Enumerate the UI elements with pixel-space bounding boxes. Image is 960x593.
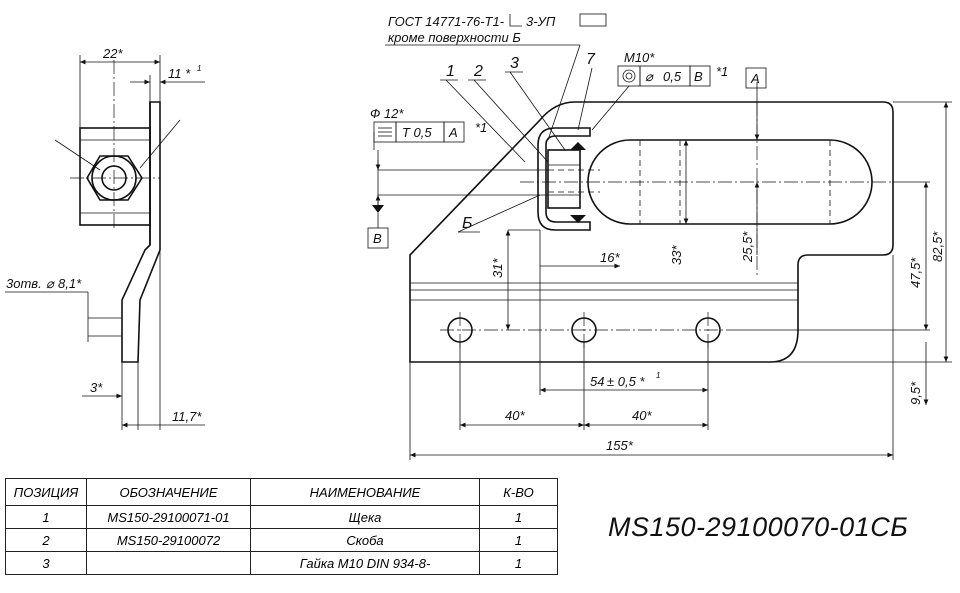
bom-qty: 1 bbox=[479, 528, 558, 552]
dim-47-5: 47,5* bbox=[908, 257, 923, 288]
position-label-7: 7 bbox=[586, 51, 596, 68]
dim-11: 11 * bbox=[168, 66, 191, 81]
bom-name: Гайка М10 DIN 934-8- bbox=[250, 551, 480, 575]
bom-name: Скоба bbox=[250, 528, 480, 552]
side-bracket bbox=[79, 127, 151, 226]
hole-dia: 8,1* bbox=[58, 276, 82, 291]
dim-11-sup: 1 bbox=[197, 64, 201, 73]
dim-54: 54 bbox=[590, 374, 604, 389]
front-view: 1 2 3 7 Б А В 31* 16* 33* bbox=[367, 44, 952, 460]
thread-tol-symbol: ⌀ bbox=[645, 69, 654, 84]
thread-tol-size: М10* bbox=[624, 50, 655, 65]
datum-a-frame bbox=[745, 67, 767, 89]
position-label-1: 1 bbox=[446, 63, 455, 80]
table-row: 1 MS150-29100071-01 Щека 1 bbox=[5, 505, 558, 529]
side-view: 22* 11 * 1 3отв. ⌀ 8,1* 3* 11,7* bbox=[5, 46, 205, 430]
gost-note: ГОСТ 14771-76-Т1- bbox=[388, 14, 505, 29]
bom-table: ПОЗИЦИЯ ОБОЗНАЧЕНИЕ НАИМЕНОВАНИЕ К-ВО 1 … bbox=[5, 478, 558, 575]
datum-a: А bbox=[750, 71, 760, 86]
bom-name: Щека bbox=[250, 505, 480, 529]
datum-b: В bbox=[373, 231, 382, 246]
dim-9-5: 9,5* bbox=[908, 381, 923, 405]
hole-dia-symbol: ⌀ bbox=[46, 276, 55, 291]
dim-54-tol: ± 0,5 * bbox=[607, 374, 645, 389]
nut-section bbox=[547, 149, 581, 209]
bom-pos: 2 bbox=[5, 528, 87, 552]
table-row: 3 Гайка М10 DIN 934-8- 1 bbox=[5, 551, 558, 575]
weld-symbol: 3-УП bbox=[526, 14, 556, 29]
bom-pos: 3 bbox=[5, 551, 87, 575]
dim-22: 22* bbox=[102, 46, 123, 61]
dim-16: 16* bbox=[600, 250, 620, 265]
dim-33: 33* bbox=[669, 245, 684, 265]
bom-qty: 1 bbox=[479, 505, 558, 529]
dim-54-sup: 1 bbox=[656, 371, 660, 380]
thread-tolerance-frame: М10* ⌀ 0,5 В *1 bbox=[591, 50, 728, 131]
thread-tol-value: 0,5 bbox=[663, 69, 682, 84]
bom-designation: MS150-29100071-01 bbox=[86, 505, 251, 529]
document-number: MS150-29100070-01СБ bbox=[608, 512, 909, 542]
sym-tol-datum: А bbox=[448, 125, 458, 140]
sym-tol-note: *1 bbox=[475, 120, 487, 135]
symmetry-tolerance-frame: Ф 12* Т 0,5 А *1 bbox=[370, 106, 487, 150]
position-label-3: 3 bbox=[510, 55, 519, 72]
thread-tol-note: *1 bbox=[716, 64, 728, 79]
table-row: 2 MS150-29100072 Скоба 1 bbox=[5, 528, 558, 552]
bracket-section bbox=[537, 127, 591, 231]
side-plate bbox=[121, 101, 161, 363]
dim-155: 155* bbox=[606, 438, 634, 453]
thread-tol-datum: В bbox=[694, 69, 703, 84]
dim-3: 3* bbox=[90, 380, 103, 395]
dim-40-right: 40* bbox=[632, 408, 652, 423]
dim-40-left: 40* bbox=[505, 408, 525, 423]
bom-designation bbox=[86, 551, 251, 575]
bom-qty: 1 bbox=[479, 551, 558, 575]
dim-31: 31* bbox=[490, 258, 505, 278]
bom-header-designation: ОБОЗНАЧЕНИЕ bbox=[86, 478, 251, 506]
sym-tol-value: Т 0,5 bbox=[402, 125, 432, 140]
main-plate bbox=[409, 101, 894, 363]
weld-note: ГОСТ 14771-76-Т1- 3-УП кроме поверхности… bbox=[388, 13, 607, 45]
bom-designation: MS150-29100072 bbox=[86, 528, 251, 552]
bom-header-row: ПОЗИЦИЯ ОБОЗНАЧЕНИЕ НАИМЕНОВАНИЕ К-ВО bbox=[5, 478, 558, 506]
surface-label: Б bbox=[462, 215, 472, 232]
sym-tol-size: Ф 12* bbox=[370, 106, 404, 121]
dim-82-5: 82,5* bbox=[930, 231, 945, 262]
dim-11-7: 11,7* bbox=[172, 409, 202, 424]
bom-pos: 1 bbox=[5, 505, 87, 529]
position-label-2: 2 bbox=[473, 63, 483, 80]
bom-header-position: ПОЗИЦИЯ bbox=[5, 478, 87, 506]
gost-note-2: кроме поверхности Б bbox=[388, 30, 521, 45]
hole-note: 3отв. bbox=[6, 276, 42, 291]
bom-header-qty: К-ВО bbox=[479, 478, 558, 506]
bom-header-name: НАИМЕНОВАНИЕ bbox=[250, 478, 480, 506]
dim-25-5: 25,5* bbox=[740, 231, 755, 263]
